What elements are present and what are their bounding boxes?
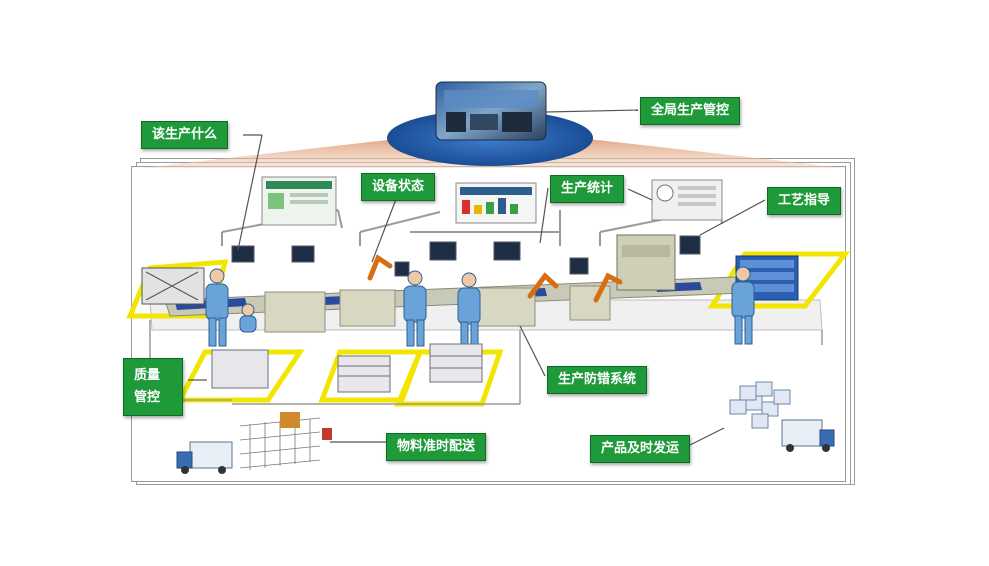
workbenches [264, 285, 611, 333]
delivery-truck-right [781, 419, 835, 452]
warehouse-rack [239, 417, 321, 470]
label-equipment-status: 设备状态 [361, 173, 436, 201]
station-monitors [231, 235, 701, 277]
label-product-shipping: 产品及时发运 [590, 435, 691, 463]
label-quality-control: 质量管控 [123, 358, 183, 416]
robot-arms [367, 254, 623, 303]
label-production-stats: 生产统计 [550, 175, 625, 203]
delivery-truck-left [176, 441, 233, 474]
product-boxes [729, 381, 791, 429]
leader-lines [188, 109, 766, 447]
assembly-machine [616, 234, 676, 291]
label-material-delivery: 物料准时配送 [386, 433, 487, 461]
label-global-control: 全局生产管控 [640, 97, 741, 125]
dashboard-screens [261, 176, 723, 226]
packing-machine [141, 267, 205, 305]
workers [205, 266, 755, 347]
label-what-to-produce: 该生产什么 [141, 121, 229, 149]
label-process-guidance: 工艺指导 [767, 187, 842, 215]
material-carts [211, 343, 483, 393]
material-box [280, 412, 300, 428]
label-error-proofing: 生产防错系统 [547, 366, 648, 394]
